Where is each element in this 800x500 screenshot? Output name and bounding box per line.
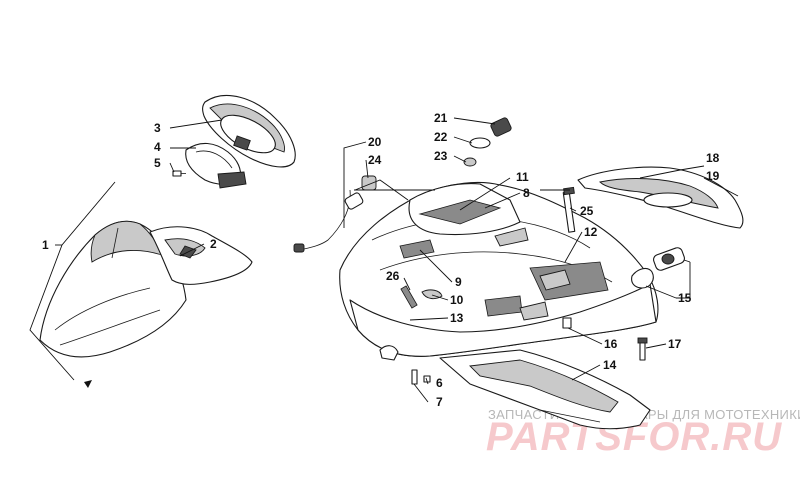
part-insert-16 — [562, 317, 572, 329]
callout-14: 14 — [603, 358, 617, 372]
part-gauge-housing — [202, 94, 296, 168]
callout-3: 3 — [154, 121, 161, 135]
arrow-icon — [84, 380, 92, 388]
callout-18: 18 — [706, 151, 720, 165]
part-side-panel — [577, 166, 744, 229]
callout-20: 20 — [368, 135, 382, 149]
callout-11: 11 — [516, 170, 529, 184]
callout-12: 12 — [584, 225, 598, 239]
callout-19: 19 — [706, 169, 720, 183]
part-key-stack — [463, 117, 512, 167]
callout-17: 17 — [668, 337, 682, 351]
callout-2: 2 — [210, 237, 217, 251]
callouts: 1 2 3 4 5 6 7 8 9 10 11 12 13 14 15 16 1… — [42, 111, 720, 409]
callout-7: 7 — [436, 395, 443, 409]
part-screw-5 — [172, 170, 186, 177]
callout-8: 8 — [523, 186, 530, 200]
callout-22: 22 — [434, 130, 448, 144]
callout-25: 25 — [580, 204, 594, 218]
part-running-board — [439, 349, 651, 430]
part-rod — [562, 186, 576, 233]
callout-26: 26 — [386, 269, 400, 283]
callout-21: 21 — [434, 111, 448, 125]
callout-4: 4 — [154, 140, 161, 154]
part-spring — [400, 285, 418, 309]
callout-9: 9 — [455, 275, 462, 289]
part-bolt-17 — [637, 337, 648, 361]
part-hood — [39, 220, 187, 358]
callout-1: 1 — [42, 238, 49, 252]
part-cable-grommet — [293, 175, 377, 253]
callout-10: 10 — [450, 293, 464, 307]
callout-16: 16 — [604, 337, 618, 351]
callout-6: 6 — [436, 376, 443, 390]
callout-23: 23 — [434, 149, 448, 163]
callout-13: 13 — [450, 311, 464, 325]
callout-5: 5 — [154, 156, 161, 170]
leader-lines — [29, 117, 739, 403]
part-gauge-bracket — [185, 142, 247, 189]
callout-15: 15 — [678, 291, 692, 305]
callout-24: 24 — [368, 153, 382, 167]
part-switch-assembly — [631, 247, 685, 289]
part-main-console — [339, 181, 659, 357]
